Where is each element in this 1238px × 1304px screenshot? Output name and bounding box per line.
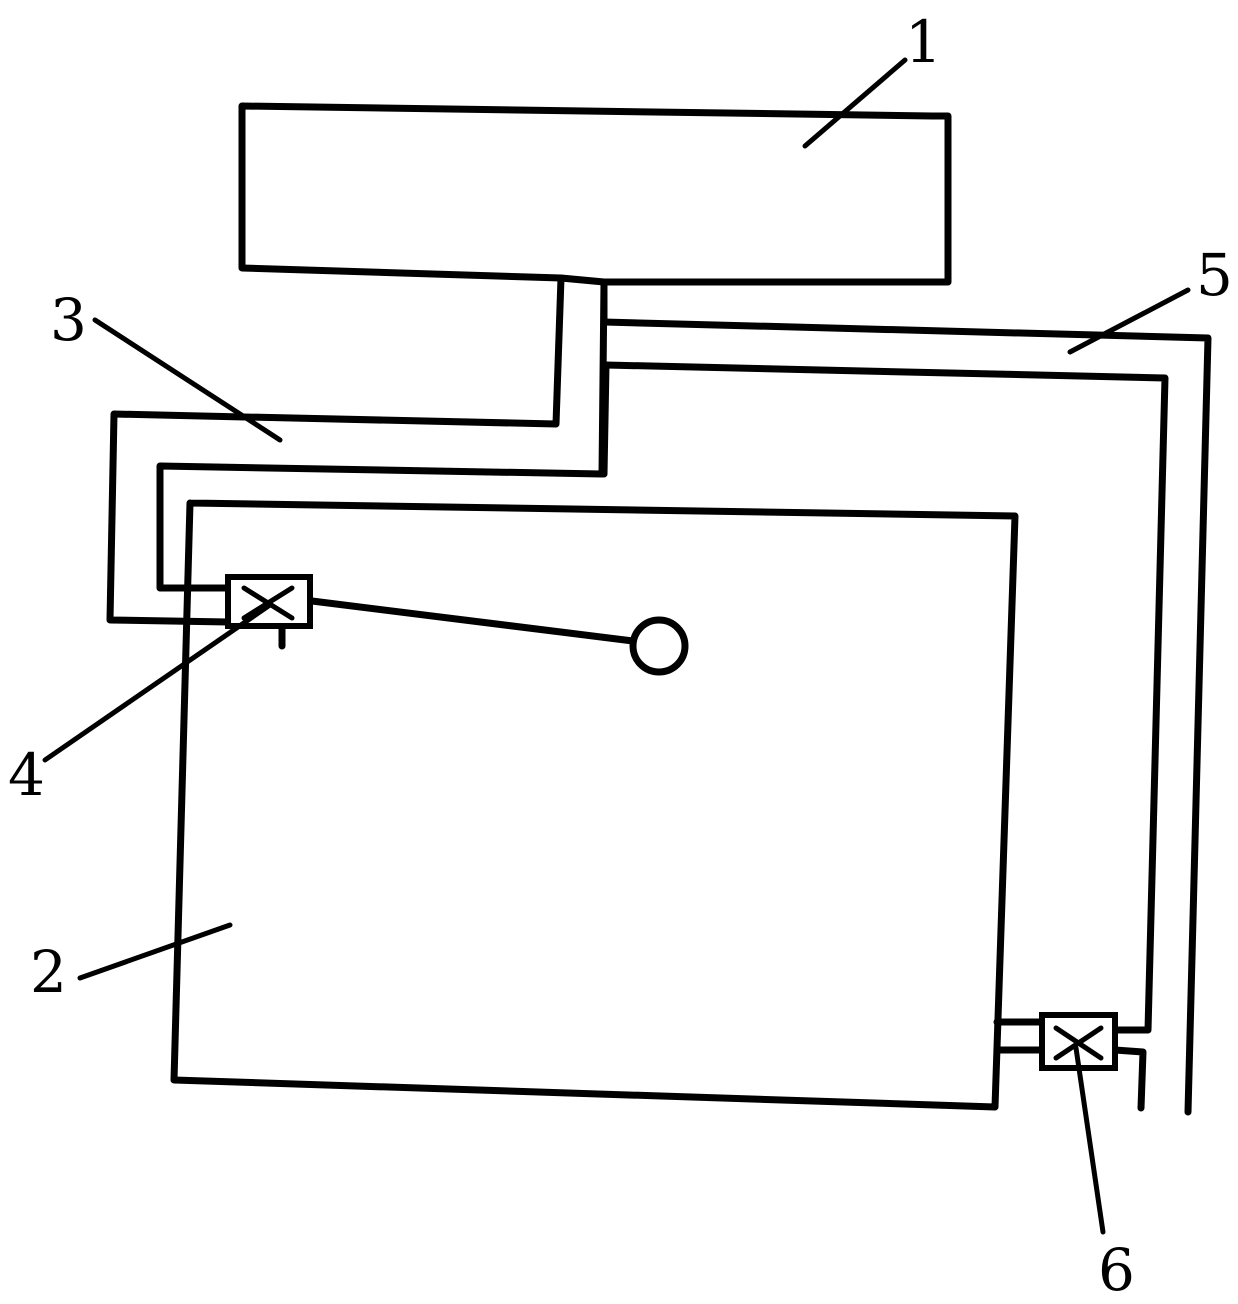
float-arm <box>308 597 637 645</box>
part-label-1: 1 <box>905 8 942 76</box>
leader-line-4 <box>42 602 273 763</box>
pipe-3-outer-wall <box>106 274 565 626</box>
pipe-5-inner-wall <box>600 361 1169 1034</box>
pipe-5-drain-stub <box>1111 1046 1147 1112</box>
component-2-container <box>170 499 1019 1111</box>
part-label-5: 5 <box>1196 241 1233 309</box>
part-label-2: 2 <box>30 938 67 1006</box>
part-label-3: 3 <box>50 286 87 354</box>
leader-line-5 <box>1067 287 1191 355</box>
valve-4-cross-mark <box>241 585 295 621</box>
component-1-box <box>238 102 952 286</box>
part-label-4: 4 <box>8 741 45 809</box>
valve-6-cross-mark <box>1053 1025 1104 1061</box>
float-ball <box>629 616 689 676</box>
pipe-3-inner-wall <box>156 278 608 592</box>
leader-line-6 <box>1073 1045 1106 1235</box>
leader-line-3 <box>92 317 283 443</box>
part-label-6: 6 <box>1098 1236 1135 1304</box>
leader-line-1 <box>802 57 908 149</box>
leader-line-2 <box>77 922 233 981</box>
pipe-5-outer-wall <box>600 278 1212 1116</box>
